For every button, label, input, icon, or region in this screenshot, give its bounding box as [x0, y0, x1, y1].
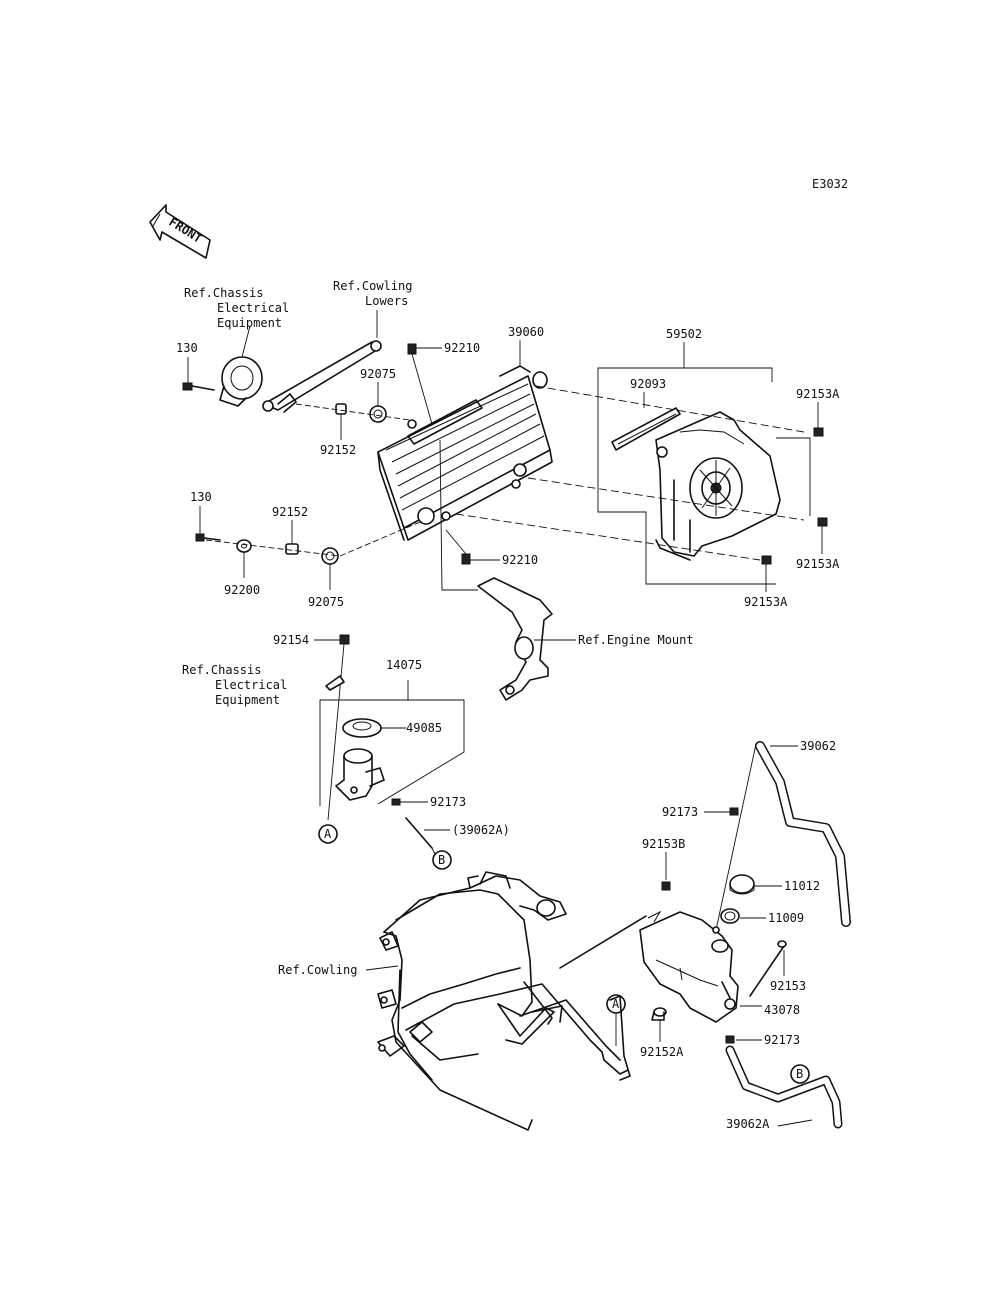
label-39062A: 39062A	[726, 1117, 770, 1131]
filler-neck-14075	[335, 748, 385, 801]
label-14075: 14075	[386, 658, 422, 672]
label-92152A: 92152A	[640, 1045, 684, 1059]
diagram-code: E3032	[812, 177, 848, 191]
ref-cowling-label: Ref.Cowling	[278, 963, 357, 977]
svg-text:FRONT: FRONT	[166, 215, 204, 246]
label-130-bottom: 130	[190, 490, 212, 504]
gasket-11009	[720, 908, 766, 924]
callout-B-right: B	[790, 1064, 810, 1084]
bolt-92153A-top	[813, 402, 824, 437]
label-92075-top: 92075	[360, 367, 396, 381]
svg-text:Ref.Cowling: Ref.Cowling	[333, 279, 412, 293]
ref-cowling-lowers-label: Ref.Cowling Lowers	[333, 279, 412, 308]
callout-B-left: B	[432, 850, 452, 870]
svg-text:A: A	[324, 827, 332, 841]
label-92154: 92154	[273, 633, 309, 647]
label-39060: 39060	[508, 325, 544, 339]
label-92153A-top: 92153A	[796, 387, 840, 401]
collar-92152-bottom	[285, 520, 299, 555]
label-92173-left: 92173	[430, 795, 466, 809]
reservoir-tank	[639, 910, 739, 1023]
horn-part	[219, 325, 263, 407]
clamp-92173-right-bottom	[725, 1035, 762, 1044]
front-arrow-icon: FRONT	[149, 204, 211, 259]
label-92210-bottom: 92210	[502, 553, 538, 567]
svg-text:Equipment: Equipment	[215, 693, 280, 707]
hose-39062A	[725, 1045, 843, 1129]
bolt-92154	[327, 634, 350, 821]
svg-text:B: B	[796, 1067, 803, 1081]
sensor-clip	[325, 675, 345, 691]
seal-92093	[611, 407, 681, 451]
hose-39062A-short	[405, 817, 450, 857]
bolt-92152A	[651, 1007, 667, 1042]
fan-shroud-59502	[655, 411, 781, 561]
label-39062A-paren: (39062A)	[452, 823, 510, 837]
grommet-92075-top	[369, 405, 387, 423]
bolt-92153A-bottom	[761, 555, 772, 592]
cowling-frame	[377, 871, 647, 1131]
label-92153A-bottom: 92153A	[744, 595, 788, 609]
label-92152-top: 92152	[320, 443, 356, 457]
svg-text:Lowers: Lowers	[365, 294, 408, 308]
label-130-top: 130	[176, 341, 198, 355]
radiator-39060	[377, 365, 553, 541]
label-92153B: 92153B	[642, 837, 685, 851]
ref-chassis-label-2: Ref.Chassis Electrical Equipment	[182, 663, 287, 707]
svg-text:Electrical: Electrical	[215, 678, 287, 692]
svg-text:Electrical: Electrical	[217, 301, 289, 315]
label-49085: 49085	[406, 721, 442, 735]
label-39062: 39062	[800, 739, 836, 753]
collar-92152-top	[335, 403, 347, 440]
label-92093: 92093	[630, 377, 666, 391]
label-92075-bottom: 92075	[308, 595, 344, 609]
cap-11012	[729, 874, 782, 895]
radiator-cap-49085	[342, 718, 406, 738]
bolt-130-bottom	[195, 506, 221, 542]
svg-text:Ref.Chassis: Ref.Chassis	[182, 663, 261, 677]
label-92200: 92200	[224, 583, 260, 597]
label-92152-bottom: 92152	[272, 505, 308, 519]
engine-mount-bracket	[439, 439, 553, 701]
ref-chassis-label-1: Ref.Chassis Electrical Equipment	[184, 286, 289, 330]
washer-92200	[236, 539, 252, 578]
label-92153A-right: 92153A	[796, 557, 840, 571]
callout-A-left: A	[318, 824, 338, 844]
label-92210-top: 92210	[444, 341, 480, 355]
grommet-92075-bottom	[321, 547, 339, 590]
label-92153: 92153	[770, 979, 806, 993]
nut-92210-bottom	[445, 529, 500, 565]
bolt-92153B	[661, 881, 671, 891]
label-11012: 11012	[784, 879, 820, 893]
bolt-130-top	[182, 357, 215, 391]
svg-text:A: A	[612, 997, 620, 1011]
label-43078: 43078	[764, 1003, 800, 1017]
svg-text:Equipment: Equipment	[217, 316, 282, 330]
svg-text:B: B	[438, 853, 445, 867]
hose-39062	[715, 741, 851, 931]
bolt-92153	[749, 940, 787, 997]
ref-engine-mount-label: Ref.Engine Mount	[578, 633, 694, 647]
nut-92210-top	[407, 343, 442, 425]
label-11009: 11009	[768, 911, 804, 925]
bolt-92153A-right	[817, 517, 828, 554]
clamp-92173-left	[391, 798, 428, 806]
cowling-stay-bar	[262, 340, 382, 413]
svg-text:Ref.Chassis: Ref.Chassis	[184, 286, 263, 300]
clamp-92173-right-top	[704, 807, 739, 816]
label-92173-right-top: 92173	[662, 805, 698, 819]
label-92173-right-bottom: 92173	[764, 1033, 800, 1047]
label-59502: 59502	[666, 327, 702, 341]
